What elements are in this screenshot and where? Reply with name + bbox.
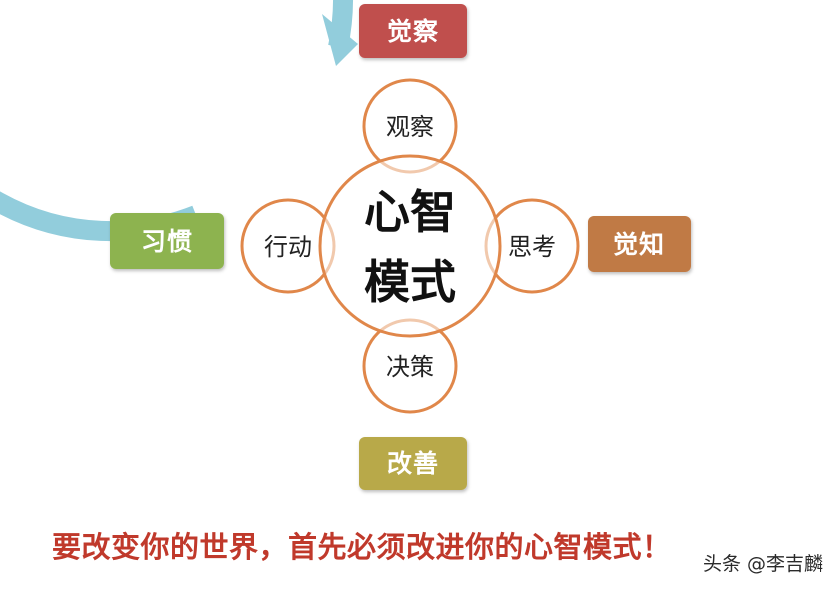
cycle-box-top: 觉察 [359,4,467,58]
cycle-label-right: 觉知 [613,230,665,259]
cycle-arrow [0,0,358,242]
core-label-line1: 心智 [364,185,456,239]
ring-circles [240,78,580,414]
cycle-ring-path [0,0,353,242]
watermark-text: 头条 @李吉麟 [702,553,823,575]
cycle-label-top: 觉察 [387,17,439,46]
cycle-arrowhead [322,14,358,66]
core-label-line2: 模式 [364,255,456,309]
cycle-box-left: 习惯 [110,213,224,269]
cycle-box-right: 觉知 [588,216,691,272]
cycle-label-left: 习惯 [141,227,193,256]
slogan-text: 要改变你的世界，首先必须改进你的心智模式！ [52,530,672,564]
ring-label-left: 行动 [264,233,312,261]
core-circle [318,154,502,338]
ring-label-right: 思考 [508,233,556,261]
cycle-box-bottom: 改善 [359,437,467,490]
ring-label-top: 观察 [386,113,434,141]
ring-label-bottom: 决策 [386,353,434,381]
cycle-label-bottom: 改善 [387,449,439,478]
